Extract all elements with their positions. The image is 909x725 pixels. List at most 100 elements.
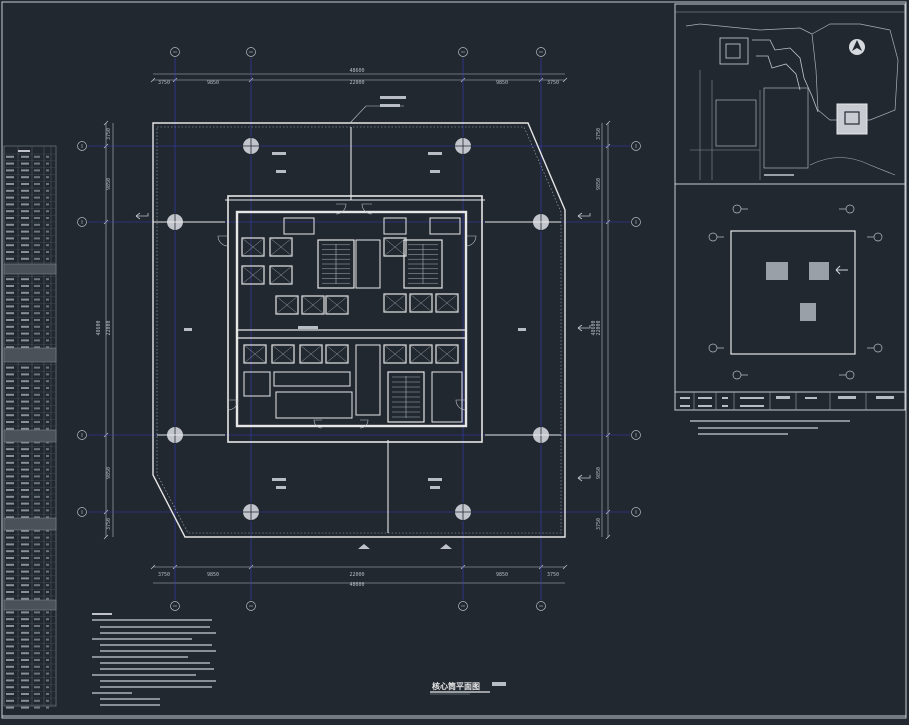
table-cell: [6, 210, 14, 213]
facade-inner-line: [156, 126, 562, 534]
table-cell: [6, 706, 14, 709]
elevator-shaft-cross: [409, 344, 433, 364]
table-cell: [34, 665, 40, 668]
table-cell: [46, 584, 49, 587]
table-cell: [21, 387, 29, 389]
table-cell: [46, 393, 49, 396]
table-cell: [34, 441, 40, 444]
table-cell: [21, 210, 29, 213]
dimension-tick: [150, 564, 156, 570]
table-cell: [6, 448, 14, 451]
table-cell: [21, 475, 29, 478]
table-cell: [46, 577, 49, 580]
table-cell: [46, 237, 49, 240]
dimension-label: 3750: [106, 518, 112, 530]
table-cell: [6, 230, 14, 233]
grid-bubble: [631, 507, 641, 517]
table-cell: [46, 448, 49, 451]
note-line: [100, 680, 216, 682]
table-cell: [46, 699, 49, 702]
arrow-icon: [135, 212, 149, 220]
panel-notes: [690, 420, 850, 435]
table-cell: [34, 393, 40, 396]
table-cell: [21, 251, 29, 253]
note-line: [100, 686, 212, 688]
general-notes: [92, 613, 216, 706]
table-cell: [34, 611, 40, 614]
note-line: [100, 704, 160, 706]
table-cell: [34, 652, 40, 655]
elevator-shaft: [241, 237, 265, 257]
core-inner-wall: [235, 210, 468, 428]
facade-outline: [152, 122, 566, 538]
table-cell: [6, 400, 14, 403]
table-cell: [21, 421, 29, 423]
room-tag: [276, 486, 286, 489]
table-cell: [21, 550, 29, 553]
dimension-tick: [103, 120, 109, 126]
dimension-label: 3750: [158, 80, 170, 86]
table-cell: [6, 550, 14, 553]
table-cell: [6, 611, 14, 614]
room-tag: [428, 478, 442, 481]
table-cell: [34, 468, 40, 471]
core-room: [429, 217, 461, 235]
table-cell: [21, 312, 29, 315]
table-cell: [6, 278, 14, 281]
table-cell: [21, 237, 29, 240]
table-cell: [34, 339, 40, 342]
table-cell: [34, 278, 40, 281]
table-cell: [34, 679, 40, 682]
table-cell: [6, 570, 14, 573]
table-cell: [6, 244, 14, 247]
table-cell: [6, 203, 14, 206]
table-cell: [6, 631, 14, 634]
table-cell: [6, 217, 14, 219]
note-line: [100, 632, 216, 634]
table-cell: [21, 611, 29, 614]
room-tag: [380, 96, 406, 99]
dimension-label: 3750: [158, 572, 170, 578]
table-cell: [21, 448, 29, 451]
table-cell: [21, 570, 29, 573]
elevator-shaft: [299, 344, 323, 364]
room-tag: [272, 152, 286, 155]
table-cell: [21, 577, 29, 580]
dimension-label: 22000: [596, 320, 602, 335]
table-cell: [21, 346, 29, 349]
table-cell: [21, 400, 29, 403]
table-cell: [21, 291, 29, 294]
table-cell: [21, 686, 29, 689]
table-cell: [6, 618, 14, 621]
table-cell: [21, 516, 29, 519]
core-room: [243, 371, 271, 397]
dimension-label: 9850: [106, 467, 112, 479]
room-tag: [430, 486, 440, 489]
table-cell: [34, 502, 40, 505]
table-cell: [21, 414, 29, 417]
elevator-shaft: [269, 265, 293, 285]
table-cell: [34, 427, 40, 430]
table-cell: [21, 176, 29, 179]
table-cell: [34, 285, 40, 287]
elevator-shaft-cross: [269, 237, 293, 257]
table-cell: [46, 659, 49, 661]
table-cell: [21, 557, 29, 559]
table-cell: [34, 414, 40, 417]
table-cell: [6, 366, 14, 369]
note-line: [100, 662, 210, 664]
table-cell: [46, 489, 49, 491]
table-cell: [6, 591, 14, 593]
stair: [387, 371, 425, 423]
table-cell: [21, 366, 29, 369]
table-cell: [6, 332, 14, 335]
elevator-shaft-cross: [383, 344, 407, 364]
table-cell: [46, 693, 49, 695]
table-cell: [21, 325, 29, 328]
arrow-icon: [577, 212, 591, 220]
overall-dimension-label: 48600: [349, 582, 364, 588]
table-cell: [6, 455, 14, 457]
table-cell: [6, 482, 14, 485]
table-cell: [34, 475, 40, 478]
table-cell: [6, 468, 14, 471]
